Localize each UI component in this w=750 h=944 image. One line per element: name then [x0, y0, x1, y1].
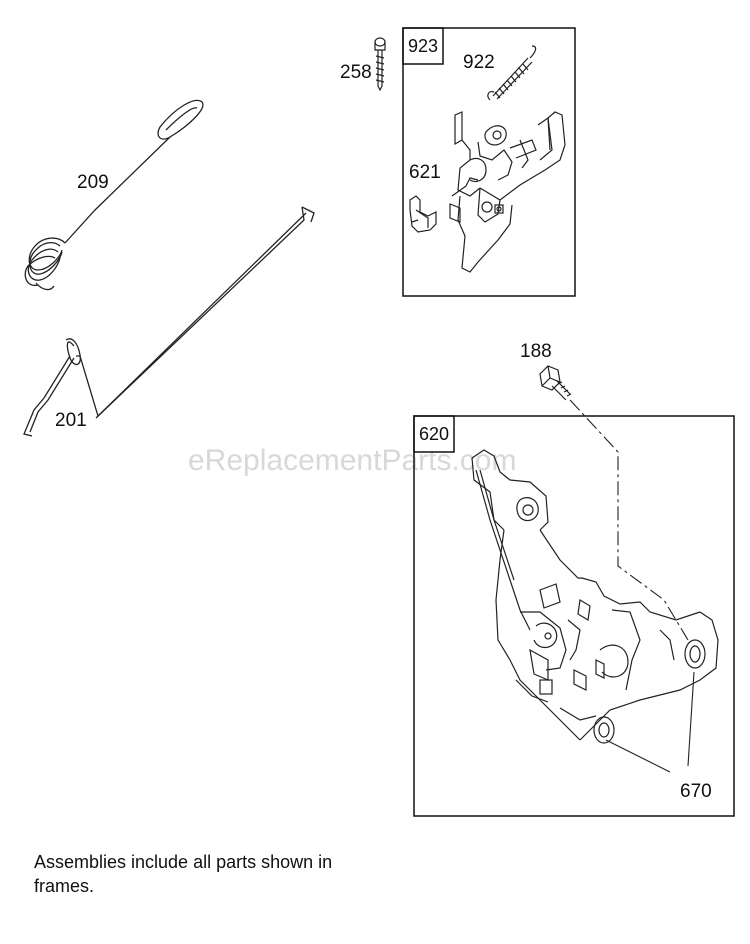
- watermark: eReplacementParts.com: [188, 444, 516, 477]
- clip-621-part: [409, 195, 437, 233]
- frame-label-923: 923: [408, 36, 438, 56]
- bolt-188-part: [539, 365, 572, 401]
- leader-lines-670: [605, 671, 695, 773]
- spring-922-part: [487, 45, 537, 101]
- part-label-188: 188: [520, 341, 552, 362]
- screw-258-part: [374, 37, 386, 92]
- frame-label-620: 620: [419, 424, 449, 444]
- part-label-201: 201: [55, 410, 87, 431]
- assembly-frame-923: [402, 27, 576, 297]
- spring-209-part: [24, 99, 204, 291]
- part-label-258: 258: [340, 62, 372, 83]
- assembly-frame-620: [413, 415, 735, 817]
- link-rod-201-part: [23, 206, 315, 437]
- part-label-670: 670: [680, 781, 712, 802]
- assembly-note: Assemblies include all parts shown in fr…: [34, 852, 333, 896]
- part-label-621: 621: [409, 162, 441, 183]
- leader-line-188: [569, 399, 689, 641]
- control-bracket-923-part: [449, 111, 566, 273]
- part-label-922: 922: [463, 52, 495, 73]
- part-label-209: 209: [77, 172, 109, 193]
- control-bracket-620-part: [471, 449, 719, 744]
